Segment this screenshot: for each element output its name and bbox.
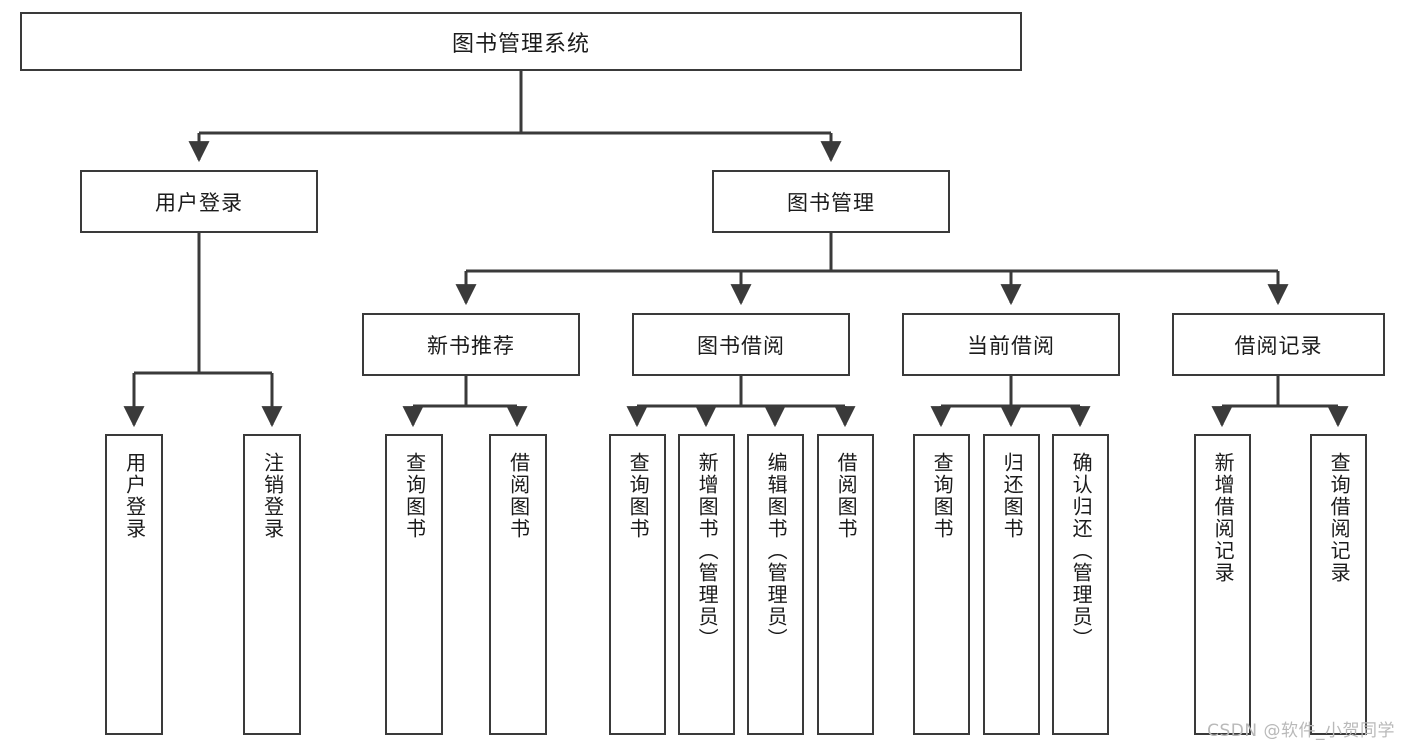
node-label: 查询图书 [402, 452, 427, 540]
node-root-book-management-system[interactable]: 图书管理系统 [20, 12, 1022, 71]
node-current-borrow[interactable]: 当前借阅 [902, 313, 1120, 376]
node-leaf-borrow-book-2[interactable]: 借阅图书 [817, 434, 874, 735]
node-leaf-user-login[interactable]: 用户登录 [105, 434, 163, 735]
node-label: 编辑图书（管理员） [764, 452, 789, 650]
node-leaf-edit-book[interactable]: 编辑图书（管理员） [747, 434, 804, 735]
node-leaf-confirm-return[interactable]: 确认归还（管理员） [1052, 434, 1109, 735]
node-label: 新增图书（管理员） [695, 452, 720, 650]
node-label: 借阅图书 [834, 452, 859, 540]
node-leaf-query-book-3[interactable]: 查询图书 [913, 434, 970, 735]
node-label: 借阅图书 [506, 452, 531, 540]
node-book-manage[interactable]: 图书管理 [712, 170, 950, 233]
node-label: 新增借阅记录 [1211, 452, 1236, 584]
node-leaf-return-book[interactable]: 归还图书 [983, 434, 1040, 735]
node-leaf-query-book-2[interactable]: 查询图书 [609, 434, 666, 735]
node-label: 图书管理系统 [451, 31, 590, 57]
node-label: 查询图书 [930, 452, 955, 540]
node-leaf-logout[interactable]: 注销登录 [243, 434, 301, 735]
node-label: 查询图书 [626, 452, 651, 540]
node-leaf-query-book-1[interactable]: 查询图书 [385, 434, 443, 735]
node-leaf-add-record[interactable]: 新增借阅记录 [1194, 434, 1251, 735]
node-user-login[interactable]: 用户登录 [80, 170, 318, 233]
node-leaf-add-book[interactable]: 新增图书（管理员） [678, 434, 735, 735]
node-label: 注销登录 [260, 452, 285, 540]
node-label: 归还图书 [1000, 452, 1025, 540]
node-leaf-borrow-book-1[interactable]: 借阅图书 [489, 434, 547, 735]
node-label: 图书借阅 [697, 333, 785, 358]
node-book-borrow[interactable]: 图书借阅 [632, 313, 850, 376]
node-label: 图书管理 [787, 190, 875, 215]
node-label: 当前借阅 [967, 333, 1055, 358]
node-label: 新书推荐 [427, 333, 515, 358]
node-label: 借阅记录 [1234, 333, 1323, 358]
node-label: 用户登录 [122, 452, 147, 540]
node-label: 确认归还（管理员） [1069, 452, 1094, 650]
node-label: 查询借阅记录 [1327, 452, 1352, 584]
node-new-book-recommend[interactable]: 新书推荐 [362, 313, 580, 376]
node-leaf-query-record[interactable]: 查询借阅记录 [1310, 434, 1367, 735]
node-label: 用户登录 [155, 190, 243, 215]
node-borrow-record[interactable]: 借阅记录 [1172, 313, 1385, 376]
